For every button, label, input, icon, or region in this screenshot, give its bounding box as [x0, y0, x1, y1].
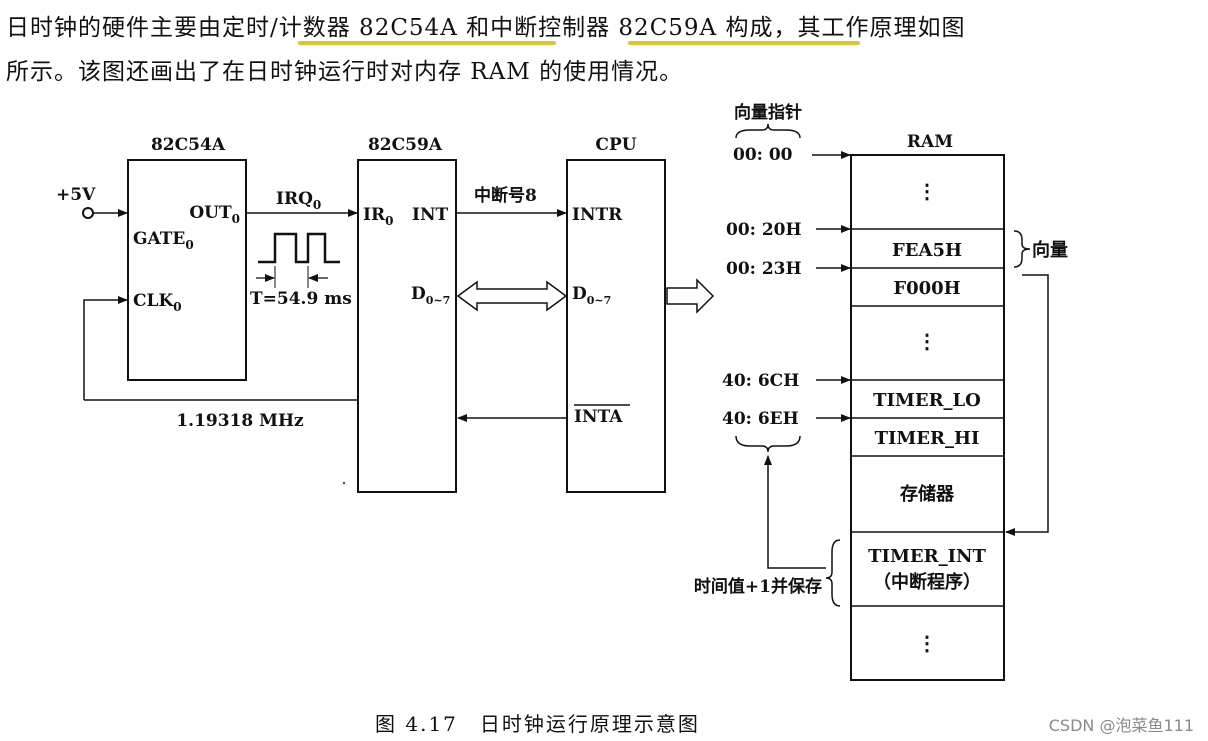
clock-frequency: 1.19318 MHz [176, 411, 304, 431]
c54-out-label: OUT0 [189, 203, 240, 226]
cpu-inta-label: INTA [574, 407, 623, 427]
irq0-label: IRQ0 [276, 189, 321, 212]
power-label: +5V [56, 185, 96, 205]
highlight-interrupt-controller [628, 41, 860, 45]
ram-cell-ellipsis: ⋮ [917, 179, 937, 203]
ram-cell-interrupt-routine: （中断程序） [873, 571, 981, 593]
ram-cell-vector-segment: F000H [893, 278, 960, 299]
period-label: T=54.9 ms [250, 289, 352, 309]
address-label: 00: 00 [733, 145, 793, 165]
address-label: 40: 6CH [722, 371, 799, 391]
c54-chip-box [127, 159, 247, 381]
int-number-label: 中断号8 [474, 185, 537, 206]
watermark: CSDN @泡菜鱼111 [1048, 716, 1194, 735]
clk-feedback-line [83, 296, 128, 400]
highlight-timer-counter [298, 41, 556, 45]
address-label: 00: 23H [726, 259, 802, 279]
figure-caption: 图 4.17 日时钟运行原理示意图 [375, 712, 700, 736]
square-wave [258, 232, 340, 264]
ram-cell-vector-offset: FEA5H [892, 240, 962, 261]
ram-cell-ellipsis: ⋮ [917, 329, 937, 353]
address-label: 40: 6EH [722, 409, 799, 429]
ram-cell-timer-hi: TIMER_HI [875, 428, 980, 449]
isr-brace [825, 539, 841, 607]
intro-line-2: 所示。该图还画出了在日时钟运行时对内存 RAM 的使用情况。 [6, 59, 684, 85]
vector-brace [1013, 230, 1031, 268]
vector-to-isr-line [1005, 274, 1049, 536]
vector-pointer-label: 向量指针 [734, 102, 802, 123]
data-bus-arrow [456, 280, 568, 312]
ram-cell-timer-int: TIMER_INT [868, 546, 986, 567]
memory-bus-arrow [666, 278, 715, 314]
cpu-title: CPU [595, 135, 636, 155]
c59-chip-box [357, 159, 457, 493]
time-update-label: 时间值+1并保存 [694, 576, 822, 597]
stray-dot [342, 481, 346, 485]
ram-cell-storage: 存储器 [900, 483, 955, 505]
ram-cell-ellipsis: ⋮ [917, 631, 937, 655]
c59-int-label: INT [412, 205, 448, 225]
vector-label: 向量 [1032, 239, 1068, 261]
c59-data-label: D0~7 [411, 284, 450, 307]
power-terminal [82, 207, 94, 219]
cpu-data-label: D0~7 [572, 284, 611, 307]
time-update-arrow [764, 455, 826, 569]
c54-title: 82C54A [151, 135, 226, 155]
c59-ir-label: IR0 [363, 205, 393, 228]
vector-pointer-brace [735, 123, 801, 139]
cpu-box [566, 159, 666, 493]
ram-title: RAM [907, 132, 953, 152]
time-update-brace [735, 435, 801, 453]
c59-title: 82C59A [368, 135, 443, 155]
cpu-intr-label: INTR [572, 205, 623, 225]
intro-line-1: 日时钟的硬件主要由定时/计数器 82C54A 和中断控制器 82C59A 构成，… [6, 15, 966, 41]
ram-cell-timer-lo: TIMER_LO [873, 390, 981, 411]
c54-clk-label: CLK0 [133, 291, 182, 314]
c54-gate-label: GATE0 [133, 229, 194, 252]
address-label: 00: 20H [726, 220, 802, 240]
